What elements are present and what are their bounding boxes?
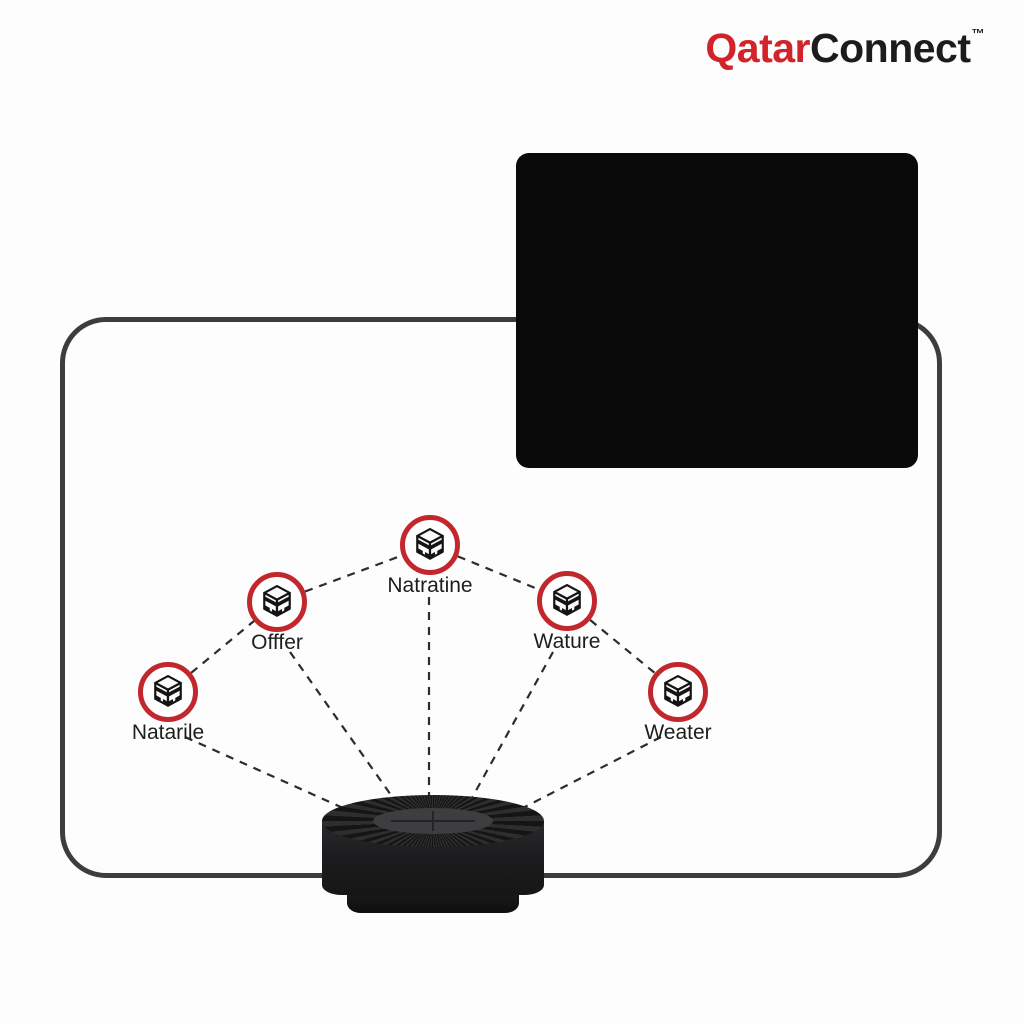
node-label: Offfer bbox=[251, 631, 303, 654]
node-weater: Weater bbox=[644, 662, 712, 745]
hub-top-surface bbox=[322, 795, 544, 847]
isometric-cube-stack-icon bbox=[154, 674, 182, 707]
hub-base bbox=[347, 893, 519, 913]
node-ring bbox=[138, 662, 198, 722]
display-screen bbox=[516, 153, 918, 468]
link-spoke-2 bbox=[289, 651, 399, 806]
node-ring bbox=[400, 515, 460, 575]
isometric-cube-stack-icon bbox=[553, 583, 581, 616]
isometric-cube-stack-icon bbox=[416, 527, 444, 560]
hub-device bbox=[322, 795, 544, 919]
node-label: Wature bbox=[533, 630, 601, 653]
node-ring bbox=[537, 571, 597, 631]
link-spoke-5 bbox=[514, 736, 662, 813]
node-label: Weater bbox=[644, 721, 712, 744]
plus-mark-icon bbox=[373, 808, 493, 834]
brand-logo-primary: Qatar bbox=[705, 25, 810, 71]
link-spoke-4 bbox=[467, 651, 554, 806]
node-natarile: Natarile bbox=[132, 662, 204, 745]
node-wature: Wature bbox=[533, 571, 601, 654]
brand-logo: QatarConnect™ bbox=[705, 27, 984, 69]
node-label: Natratine bbox=[387, 574, 473, 597]
node-offfer: Offfer bbox=[245, 572, 309, 655]
brand-logo-secondary: Connect bbox=[810, 25, 971, 71]
link-spoke-1 bbox=[184, 735, 353, 814]
node-natratine: Natratine bbox=[387, 515, 473, 598]
trademark-symbol: ™ bbox=[971, 26, 985, 41]
node-ring bbox=[648, 662, 708, 722]
node-ring bbox=[247, 572, 307, 632]
isometric-cube-stack-icon bbox=[263, 584, 291, 617]
isometric-cube-stack-icon bbox=[664, 674, 692, 707]
node-label: Natarile bbox=[131, 721, 205, 744]
